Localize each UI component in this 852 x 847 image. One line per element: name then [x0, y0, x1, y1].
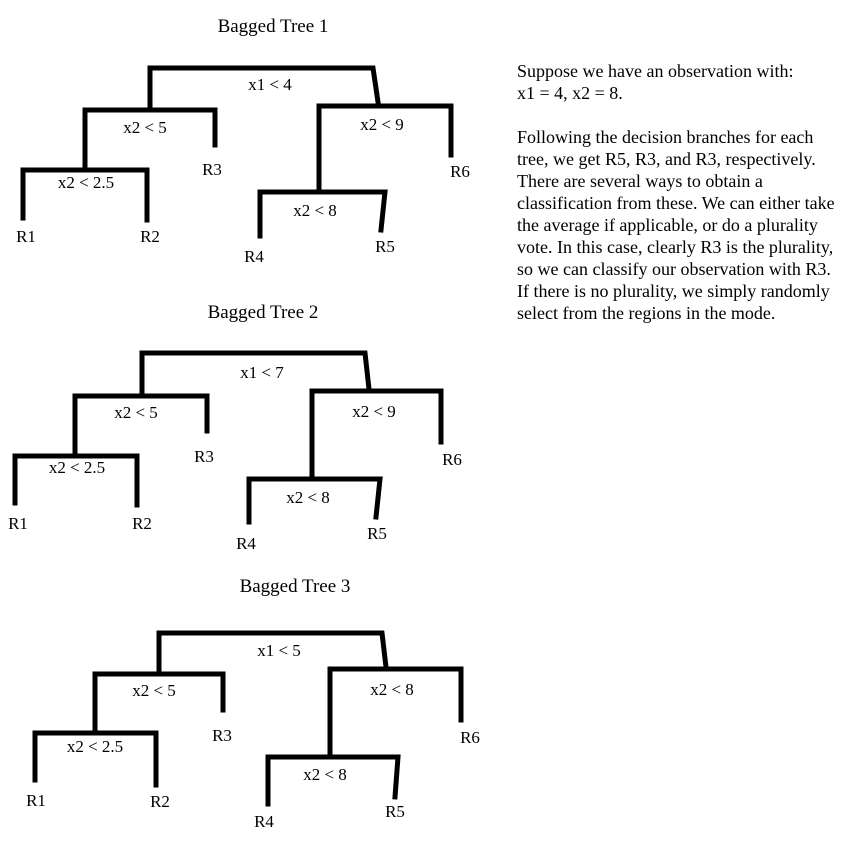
tree-1-leaf-r3: R3	[202, 160, 222, 179]
explanation-text: Suppose we have an observation with: x1 …	[517, 60, 837, 324]
tree-1-split-left-left: x2 < 2.5	[58, 173, 114, 192]
tree-2-leaf-r2: R2	[132, 514, 152, 533]
tree-3-leaf-r6: R6	[460, 728, 480, 747]
tree-1-leaf-r6: R6	[450, 162, 470, 181]
tree-2-split-right-left: x2 < 8	[286, 488, 330, 507]
tree-3: Bagged Tree 3 x1 < 5 x2 < 5 x2 < 2.5 x2 …	[26, 576, 480, 831]
tree-1-title: Bagged Tree 1	[218, 16, 329, 37]
observation-line-2: x1 = 4, x2 = 8.	[517, 83, 623, 103]
tree-3-split-right: x2 < 8	[370, 680, 414, 699]
tree-1-leaf-r5: R5	[375, 237, 395, 256]
tree-1-leaf-r4: R4	[244, 247, 264, 266]
tree-2-leaf-r6: R6	[442, 450, 462, 469]
tree-3-leaf-r5: R5	[385, 802, 405, 821]
tree-2-split-left: x2 < 5	[114, 403, 158, 422]
tree-2-leaf-r4: R4	[236, 534, 256, 553]
tree-3-split-right-left: x2 < 8	[303, 765, 347, 784]
observation-line-1: Suppose we have an observation with:	[517, 61, 794, 81]
tree-1-split-right: x2 < 9	[360, 115, 404, 134]
tree-1-edges	[20, 65, 454, 239]
tree-2-edges	[12, 350, 444, 525]
tree-3-title: Bagged Tree 3	[240, 576, 351, 597]
tree-2-leaf-r5: R5	[367, 524, 387, 543]
tree-3-split-left: x2 < 5	[132, 681, 176, 700]
tree-1-leaf-r2: R2	[140, 227, 160, 246]
tree-2-title: Bagged Tree 2	[208, 302, 319, 323]
tree-3-split-left-left: x2 < 2.5	[67, 737, 123, 756]
tree-2-split-left-left: x2 < 2.5	[49, 458, 105, 477]
explanation-paragraph: Following the decision branches for each…	[517, 127, 835, 323]
tree-3-split-root: x1 < 5	[257, 641, 301, 660]
tree-1-split-root: x1 < 4	[248, 75, 292, 94]
tree-2-split-right: x2 < 9	[352, 402, 396, 421]
tree-2: Bagged Tree 2 x1 < 7 x2 < 5 x2 < 2.5 x2 …	[8, 302, 462, 553]
tree-2-split-root: x1 < 7	[240, 363, 284, 382]
tree-3-leaf-r2: R2	[150, 792, 170, 811]
tree-3-leaf-r1: R1	[26, 791, 46, 810]
tree-2-leaf-r3: R3	[194, 447, 214, 466]
tree-2-leaf-r1: R1	[8, 514, 28, 533]
tree-1-split-left: x2 < 5	[123, 118, 167, 137]
tree-3-edges	[32, 630, 464, 807]
tree-3-leaf-r4: R4	[254, 812, 274, 831]
tree-3-leaf-r3: R3	[212, 726, 232, 745]
tree-1: Bagged Tree 1 x1 < 4 x2 < 5 x2 < 2.5 x2 …	[16, 16, 470, 266]
tree-1-leaf-r1: R1	[16, 227, 36, 246]
tree-1-split-right-left: x2 < 8	[293, 201, 337, 220]
